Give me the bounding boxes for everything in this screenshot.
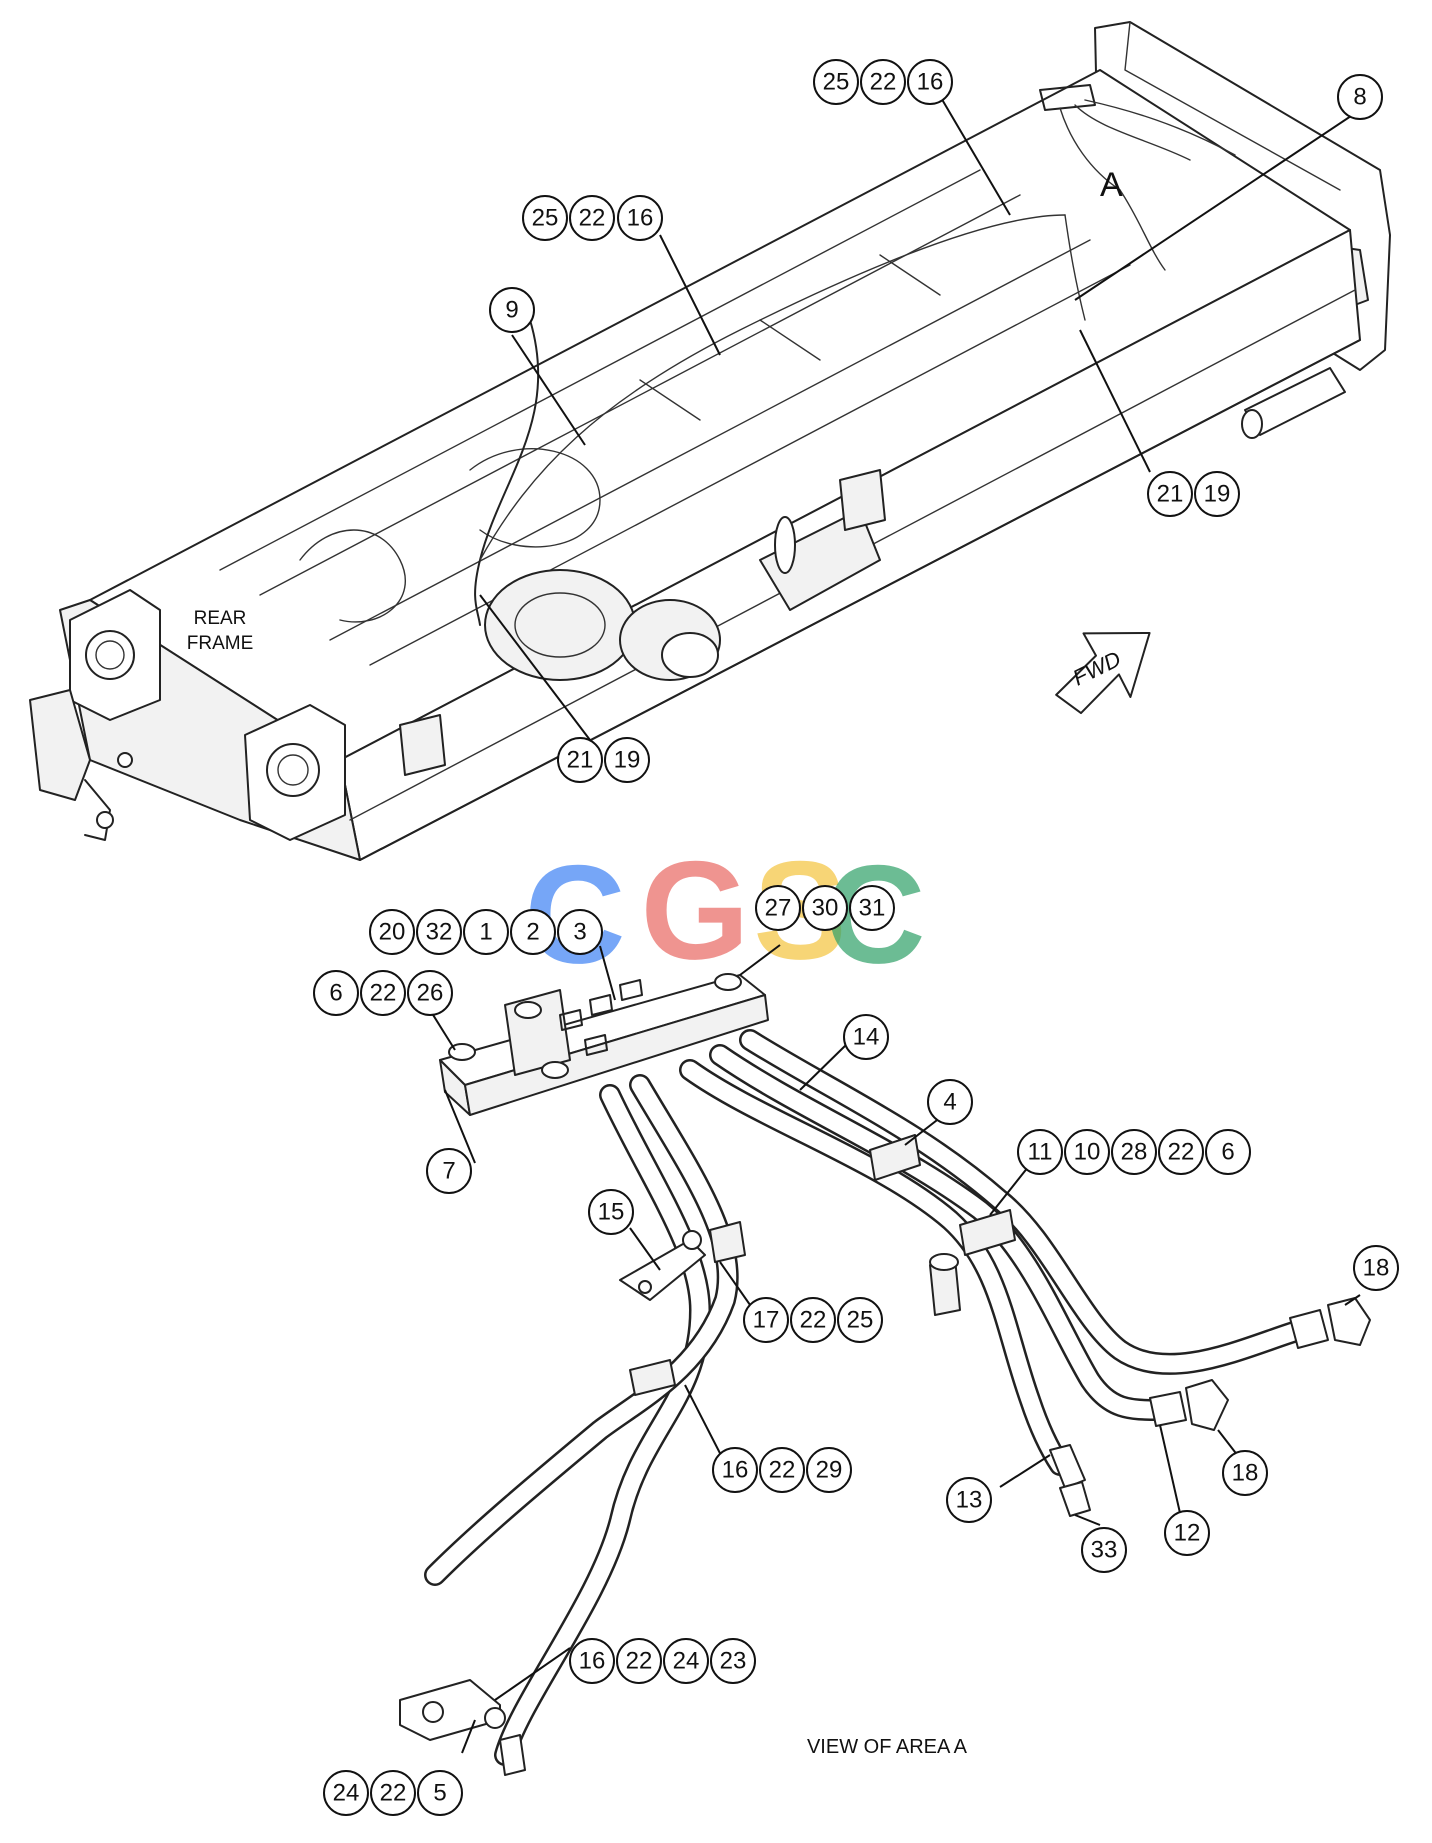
callout-number: 13 xyxy=(956,1487,983,1514)
callout-number: 12 xyxy=(1174,1520,1201,1547)
callout-group-25-22-16-middle: 25 22 16 xyxy=(522,195,663,241)
callout-number: 17 xyxy=(753,1307,780,1334)
callout-number: 27 xyxy=(765,895,792,922)
callout-number: 20 xyxy=(379,919,406,946)
area-a-drawing xyxy=(399,973,1371,1776)
area-a-leaders xyxy=(429,944,1361,1754)
frame-leaders xyxy=(479,95,1361,741)
callout-18-upper: 18 xyxy=(1353,1245,1399,1291)
callout-number: 28 xyxy=(1121,1139,1148,1166)
area-marker-label: A xyxy=(1100,166,1123,204)
callout-number: 32 xyxy=(426,919,453,946)
callout-9: 9 xyxy=(489,287,535,333)
callout-7: 7 xyxy=(426,1148,472,1194)
view-caption: VIEW OF AREA A xyxy=(807,1736,968,1758)
callout-group-16-22-29: 16 22 29 xyxy=(712,1447,852,1493)
callout-number: 18 xyxy=(1363,1255,1390,1282)
callout-group-16-22-24-23: 16 22 24 23 xyxy=(569,1638,756,1684)
callout-18-lower: 18 xyxy=(1222,1450,1268,1496)
fwd-arrow-icon: FWD xyxy=(1055,631,1151,715)
callout-number: 31 xyxy=(859,895,886,922)
callout-number: 30 xyxy=(812,895,839,922)
callout-number: 10 xyxy=(1074,1139,1101,1166)
callout-group-17-22-25: 17 22 25 xyxy=(743,1297,883,1343)
callout-group-6-22-26: 6 22 26 xyxy=(313,970,453,1016)
callout-number: 16 xyxy=(627,205,654,232)
callout-number: 2 xyxy=(526,919,539,946)
callout-number: 16 xyxy=(722,1457,749,1484)
watermark-letter-2: G xyxy=(641,832,750,989)
callout-4: 4 xyxy=(927,1079,973,1125)
callout-number: 29 xyxy=(816,1457,843,1484)
callout-number: 16 xyxy=(579,1648,606,1675)
rear-frame-label-line1: REAR xyxy=(194,608,247,629)
callout-group-21-19-right: 21 19 xyxy=(1147,471,1240,517)
callout-8: 8 xyxy=(1337,74,1383,120)
callout-group-20-32-1-2-3: 20 32 1 2 3 xyxy=(369,909,603,955)
rear-frame-drawing: A xyxy=(29,21,1391,861)
callout-number: 6 xyxy=(1221,1139,1234,1166)
callout-number: 19 xyxy=(614,747,641,774)
callout-number: 16 xyxy=(917,69,944,96)
callout-group-21-19-left: 21 19 xyxy=(557,737,650,783)
callout-number: 24 xyxy=(673,1648,700,1675)
callout-number: 8 xyxy=(1353,84,1366,111)
callout-number: 21 xyxy=(567,747,594,774)
callout-number: 25 xyxy=(532,205,559,232)
callout-number: 21 xyxy=(1157,481,1184,508)
callout-number: 33 xyxy=(1091,1537,1118,1564)
callout-number: 22 xyxy=(380,1780,407,1807)
callout-number: 4 xyxy=(943,1089,956,1116)
callout-number: 22 xyxy=(800,1307,827,1334)
callout-number: 22 xyxy=(1168,1139,1195,1166)
callout-14: 14 xyxy=(843,1014,889,1060)
callout-number: 24 xyxy=(333,1780,360,1807)
callout-number: 11 xyxy=(1028,1139,1053,1166)
callout-number: 1 xyxy=(479,919,492,946)
callout-15: 15 xyxy=(588,1189,634,1235)
callout-number: 19 xyxy=(1204,481,1231,508)
callout-number: 9 xyxy=(505,297,518,324)
callout-number: 25 xyxy=(847,1307,874,1334)
callout-number: 7 xyxy=(442,1158,455,1185)
manifold-bolts xyxy=(448,973,742,1079)
callout-number: 22 xyxy=(769,1457,796,1484)
callout-number: 25 xyxy=(823,69,850,96)
callout-33: 33 xyxy=(1081,1527,1127,1573)
callout-number: 22 xyxy=(370,980,397,1007)
callout-number: 6 xyxy=(329,980,342,1007)
callout-number: 14 xyxy=(853,1024,880,1051)
callout-number: 15 xyxy=(598,1199,625,1226)
callout-group-27-30-31: 27 30 31 xyxy=(755,885,895,931)
callout-13: 13 xyxy=(946,1477,992,1523)
callout-number: 3 xyxy=(573,919,586,946)
callout-number: 23 xyxy=(720,1648,747,1675)
callout-number: 18 xyxy=(1232,1460,1259,1487)
callout-group-11-10-28-22-6: 11 10 28 22 6 xyxy=(1017,1129,1251,1175)
callout-number: 22 xyxy=(626,1648,653,1675)
callout-number: 5 xyxy=(433,1780,446,1807)
rear-frame-label-line2: FRAME xyxy=(187,633,254,654)
callout-number: 26 xyxy=(417,980,444,1007)
callout-group-25-22-16-upper: 25 22 16 xyxy=(813,59,953,105)
callout-12: 12 xyxy=(1164,1510,1210,1556)
callout-number: 22 xyxy=(579,205,606,232)
callout-number: 22 xyxy=(870,69,897,96)
callout-group-24-22-5: 24 22 5 xyxy=(323,1770,463,1816)
